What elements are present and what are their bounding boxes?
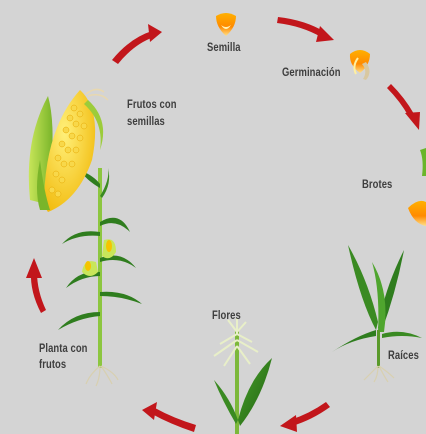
- stage-label-flores: Flores: [212, 309, 241, 323]
- stage-label-semilla: Semilla: [207, 41, 241, 55]
- stage-label-raices: Raíces: [388, 349, 419, 363]
- germinating-seed-icon: [350, 50, 370, 80]
- arrow-icon: [277, 17, 334, 42]
- stage-label-planta-line2: frutos: [39, 358, 66, 372]
- arrow-icon: [387, 84, 420, 130]
- seed-icon: [216, 13, 236, 36]
- arrow-icon: [26, 258, 46, 313]
- stage-label-frutos-line1: Frutos con: [127, 98, 177, 112]
- tassel-flower-icon: [214, 318, 272, 434]
- stage-label-frutos-line2: semillas: [127, 115, 165, 129]
- sprout-icon: [408, 148, 426, 226]
- arrow-icon: [112, 24, 162, 64]
- stage-label-brotes: Brotes: [362, 178, 392, 192]
- corn-cob-icon: [29, 89, 108, 212]
- stage-label-planta-line1: Planta con: [39, 342, 88, 356]
- arrow-icon: [142, 402, 196, 432]
- cycle-arrows: [26, 17, 420, 432]
- stage-label-germinacion: Germinación: [282, 66, 341, 80]
- arrow-icon: [280, 402, 330, 432]
